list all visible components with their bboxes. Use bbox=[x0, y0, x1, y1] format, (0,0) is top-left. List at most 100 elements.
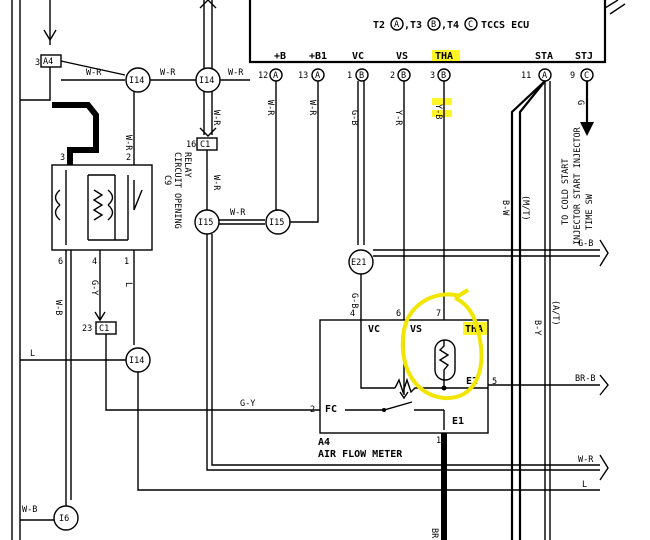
svg-text:B: B bbox=[441, 71, 446, 81]
meter-e1: E1 bbox=[452, 416, 464, 427]
svg-text:5: 5 bbox=[492, 377, 497, 387]
tha-circle-highlight bbox=[400, 292, 484, 401]
svg-text:,: , bbox=[441, 20, 447, 31]
meter-name: AIR FLOW METER bbox=[318, 449, 403, 460]
svg-text:A: A bbox=[542, 71, 547, 81]
meter-fc: FC bbox=[325, 404, 337, 415]
svg-text:A: A bbox=[394, 20, 399, 30]
svg-text:W-R: W-R bbox=[578, 455, 594, 465]
svg-text:W-R: W-R bbox=[230, 208, 246, 218]
meter-vc: VC bbox=[368, 324, 380, 335]
svg-text:B: B bbox=[431, 20, 436, 30]
pin-name-vs: VS bbox=[396, 51, 408, 62]
meter-code: A4 bbox=[318, 437, 330, 448]
svg-text:A4: A4 bbox=[43, 57, 53, 67]
svg-text:1: 1 bbox=[124, 257, 129, 267]
ecu-connector-t3: T3 bbox=[410, 20, 422, 31]
relay-name-2: RELAY bbox=[182, 152, 192, 178]
pin-name-stj: STJ bbox=[575, 51, 593, 62]
svg-text:9: 9 bbox=[570, 71, 575, 81]
pin-name-vc: VC bbox=[352, 51, 364, 62]
svg-text:B-Y: B-Y bbox=[532, 320, 542, 335]
svg-text:C: C bbox=[468, 20, 473, 30]
svg-text:I15: I15 bbox=[198, 218, 213, 228]
svg-text:1: 1 bbox=[347, 71, 352, 81]
ecu-box bbox=[248, 0, 607, 64]
svg-text:G-Y: G-Y bbox=[240, 399, 255, 409]
svg-text:W-R: W-R bbox=[265, 100, 275, 116]
meter-vs: VS bbox=[410, 324, 422, 335]
svg-text:16: 16 bbox=[186, 140, 196, 150]
svg-text:4: 4 bbox=[92, 257, 97, 267]
svg-text:A: A bbox=[315, 71, 320, 81]
svg-text:W-R: W-R bbox=[86, 68, 102, 78]
svg-text:G-B: G-B bbox=[578, 239, 593, 249]
svg-text:B: B bbox=[401, 71, 406, 81]
svg-text:W-R: W-R bbox=[228, 68, 244, 78]
relay-code: C9 bbox=[162, 175, 172, 185]
svg-text:I14: I14 bbox=[199, 76, 214, 86]
svg-text:7: 7 bbox=[436, 309, 441, 319]
svg-text:(M/T): (M/T) bbox=[520, 195, 530, 221]
svg-text:W-R: W-R bbox=[160, 68, 176, 78]
ecu-connector-t2: T2 bbox=[373, 20, 385, 31]
svg-text:3: 3 bbox=[430, 71, 435, 81]
svg-text:BR: BR bbox=[429, 528, 439, 539]
svg-text:BR-B: BR-B bbox=[575, 374, 595, 384]
svg-text:4: 4 bbox=[350, 309, 355, 319]
svg-text:6: 6 bbox=[58, 257, 63, 267]
pin-connector-vc bbox=[355, 68, 369, 82]
svg-text:G-Y: G-Y bbox=[89, 280, 99, 295]
destination-line3: TIME SW bbox=[585, 193, 595, 230]
meter-e2: E2 bbox=[466, 376, 478, 387]
svg-text:W-R: W-R bbox=[307, 100, 317, 116]
potentiometer bbox=[394, 377, 444, 395]
svg-text:I6: I6 bbox=[59, 514, 69, 524]
ecu-title: TCCS ECU bbox=[481, 20, 529, 31]
circuit-opening-relay bbox=[51, 164, 153, 251]
svg-text:I14: I14 bbox=[129, 356, 144, 366]
svg-text:23: 23 bbox=[82, 324, 92, 334]
svg-text:W-B: W-B bbox=[53, 300, 63, 315]
pin-name-sta: STA bbox=[535, 51, 553, 62]
svg-text:G: G bbox=[575, 100, 585, 105]
svg-text:(A/T): (A/T) bbox=[550, 300, 560, 326]
svg-text:L: L bbox=[123, 282, 133, 287]
svg-text:11: 11 bbox=[521, 71, 531, 81]
svg-text:Y-B: Y-B bbox=[433, 104, 443, 119]
svg-text:E21: E21 bbox=[351, 258, 366, 268]
svg-text:12: 12 bbox=[258, 71, 268, 81]
svg-text:3: 3 bbox=[60, 153, 65, 163]
svg-text:2: 2 bbox=[310, 405, 315, 415]
tha-highlight bbox=[432, 50, 460, 61]
svg-text:G-B: G-B bbox=[349, 110, 359, 125]
pin-name-tha: THA bbox=[435, 51, 453, 62]
destination-line2: INJECTOR START INJECTOR bbox=[573, 126, 583, 245]
pin-name-b: +B bbox=[274, 51, 286, 62]
meter-tha: THA bbox=[465, 324, 483, 335]
svg-text:13: 13 bbox=[298, 71, 308, 81]
svg-text:W-B: W-B bbox=[22, 505, 37, 515]
svg-text:L: L bbox=[582, 480, 587, 490]
destination-line1: TO COLD START bbox=[561, 158, 571, 225]
svg-text:B-W: B-W bbox=[500, 200, 510, 216]
svg-text:G-B: G-B bbox=[349, 293, 359, 308]
tha-thermistor bbox=[434, 339, 456, 381]
svg-text:C: C bbox=[584, 71, 589, 81]
svg-text:B: B bbox=[359, 71, 364, 81]
svg-text:W-R: W-R bbox=[211, 110, 221, 126]
svg-text:1: 1 bbox=[436, 436, 441, 446]
pin-name-b1: +B1 bbox=[309, 51, 327, 62]
svg-text:Y-R: Y-R bbox=[393, 110, 403, 126]
svg-text:C1: C1 bbox=[99, 324, 109, 334]
svg-text:A: A bbox=[273, 71, 278, 81]
svg-text:C1: C1 bbox=[200, 140, 210, 150]
svg-text:W-R: W-R bbox=[123, 135, 133, 151]
svg-text:2: 2 bbox=[390, 71, 395, 81]
svg-text:I15: I15 bbox=[269, 218, 284, 228]
svg-text:L: L bbox=[30, 349, 35, 359]
svg-text:3: 3 bbox=[35, 58, 40, 68]
ecu-connector-t4: T4 bbox=[447, 20, 459, 31]
